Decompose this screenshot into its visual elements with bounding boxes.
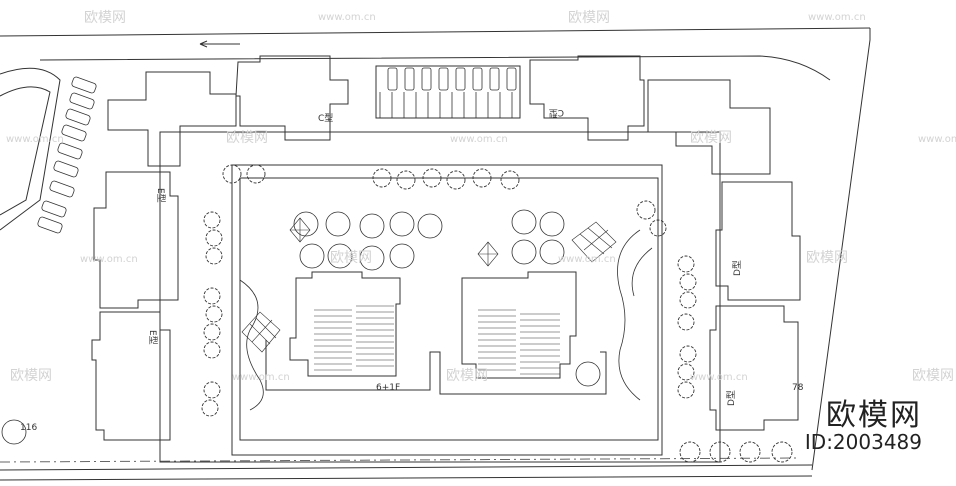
watermark-brand: 欧模网 (446, 368, 488, 384)
label-d-lower: D型 (726, 390, 737, 406)
label-d-upper: D型 (732, 260, 743, 276)
watermark-site: www.om.cn (6, 134, 64, 145)
building-d-upper (715, 181, 801, 301)
roof-hatch-right-a (478, 309, 516, 371)
watermark-site: www.om.cn (918, 134, 956, 145)
trees-large (1, 209, 601, 445)
parked-cars-left (37, 76, 97, 234)
label-e-upper: E型 (155, 188, 166, 203)
watermark-site: www.om.cn (318, 12, 376, 23)
roof-hatch-left-a (314, 309, 352, 371)
label-e-lower: E型 (147, 330, 158, 345)
road-edge-left-inner (0, 86, 51, 216)
trees (201, 164, 793, 463)
building-d-lower (709, 305, 799, 431)
site-bottom-2 (0, 475, 813, 481)
label-c-left: C型 (318, 113, 333, 124)
pergolas (241, 217, 617, 353)
brand-id: ID:2003489 (804, 430, 922, 454)
watermark-brand: 欧模网 (690, 130, 732, 146)
watermark-brand: 欧模网 (84, 10, 126, 26)
garden-path-right (617, 229, 641, 401)
site-boundary-top (0, 27, 871, 37)
watermark-site: www.om.cn (450, 134, 508, 145)
building-corner-tl (107, 71, 237, 167)
building-corner-tr (647, 79, 771, 175)
building-c-left (235, 55, 349, 141)
label-c-right: C型 (549, 107, 564, 118)
garden-path-right-2 (631, 247, 653, 297)
parking-lot-top (375, 65, 521, 119)
watermark-brand: 欧模网 (226, 130, 268, 146)
watermark-site: www.om.cn (80, 254, 138, 265)
label-storeys: 6+1F (376, 383, 400, 393)
watermark-brand: 欧模网 (10, 368, 52, 384)
label-left-small: 116 (20, 423, 37, 433)
building-center-right (461, 271, 577, 379)
building-e-lower (91, 311, 171, 441)
label-right-small: 78 (792, 383, 804, 393)
watermark-site: www.om.cn (808, 12, 866, 23)
watermark-site: www.om.cn (558, 254, 616, 265)
building-c-right (529, 55, 645, 141)
road-edge-top (39, 55, 831, 81)
building-e-upper (93, 171, 179, 309)
parked-cars-top (379, 67, 517, 118)
roof-hatch-right-b (520, 313, 560, 375)
direction-arrow (199, 40, 240, 48)
brand-name: 欧模网 (826, 398, 922, 433)
site-boundary-right (811, 28, 871, 471)
garden-path-left (239, 279, 264, 411)
site-boundary-bottom (0, 464, 813, 471)
watermark-site: www.om.cn (232, 372, 290, 383)
roof-hatch-left-b (356, 305, 394, 367)
watermark-brand: 欧模网 (806, 250, 848, 266)
watermark-brand: 欧模网 (912, 368, 954, 384)
bottom-dash (0, 457, 801, 463)
courtyard-inner (231, 164, 663, 456)
road-edge-left (0, 67, 61, 231)
building-center-left (289, 271, 401, 377)
courtyard-outer (159, 131, 721, 463)
watermark-brand: 欧模网 (330, 250, 372, 266)
podium-outline (265, 340, 607, 395)
courtyard-inner-2 (239, 177, 659, 441)
watermark-brand: 欧模网 (568, 10, 610, 26)
watermark-site: www.om.cn (690, 372, 748, 383)
